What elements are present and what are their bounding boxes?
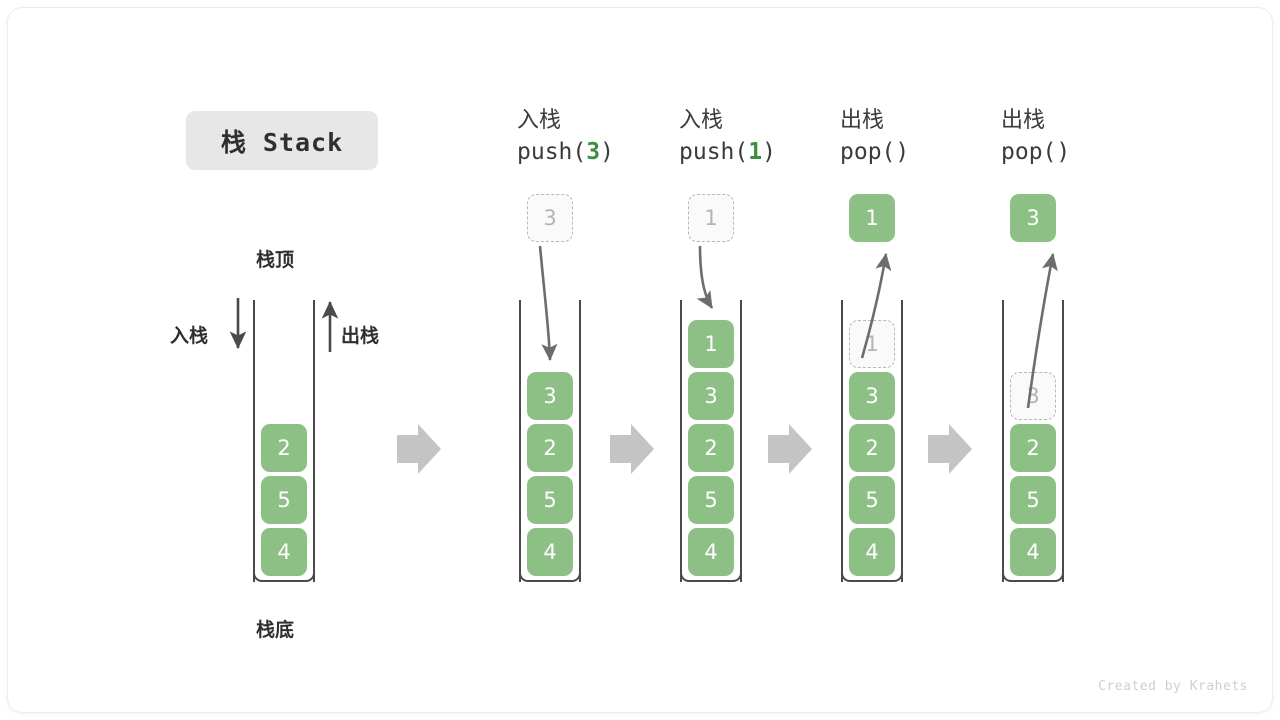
stack-cell-pop-1-5: 5: [849, 476, 895, 524]
tube-wall-left: [841, 300, 843, 582]
stack-cell-pop-3-3: 3: [1010, 372, 1056, 420]
tube-bottom: [841, 566, 903, 582]
stack-cell-push-3-2: 2: [527, 424, 573, 472]
page-title: 栈 Stack: [220, 127, 344, 157]
operation-label-push-3: 入栈 push(3): [517, 106, 614, 168]
step-arrow-3-icon: [768, 424, 812, 474]
operation-code: pop(): [840, 139, 910, 165]
tube-bottom: [1002, 566, 1064, 582]
stack-cell-pop-1-3: 3: [849, 372, 895, 420]
stack-cell-push-1-5: 5: [688, 476, 734, 524]
incoming-element-push-3: 3: [527, 194, 573, 242]
stack-cell-push-1-1: 1: [688, 320, 734, 368]
step-arrow-1-icon: [397, 424, 441, 474]
stack-cell-pop-1-2: 2: [849, 424, 895, 472]
stack-tube-push-1: [680, 300, 742, 582]
incoming-element-push-1: 1: [688, 194, 734, 242]
operation-label-pop-1: 出栈 pop(): [840, 106, 909, 168]
tube-wall-right: [1062, 300, 1064, 582]
stack-cell-push-3-4: 4: [527, 528, 573, 576]
stack-top-label: 栈顶: [256, 249, 295, 271]
operation-name-cn: 出栈: [840, 108, 885, 133]
operation-argument: 1: [748, 139, 763, 165]
push-direction-label: 入栈: [170, 325, 209, 347]
tube-wall-left: [1002, 300, 1004, 582]
tube-wall-right: [313, 300, 315, 582]
stack-tube-pop-3: [1002, 300, 1064, 582]
tube-bottom: [253, 566, 315, 582]
stack-cell-5: 5: [261, 476, 307, 524]
stack-tube-push-3: [519, 300, 581, 582]
stack-cell-pop-3-2: 2: [1010, 424, 1056, 472]
stack-cell-pop-1-1: 1: [849, 320, 895, 368]
operation-name-cn: 出栈: [1001, 108, 1046, 133]
operation-argument: 3: [586, 139, 601, 165]
stack-cell-pop-1-4: 4: [849, 528, 895, 576]
tube-bottom: [680, 566, 742, 582]
operation-label-pop-3: 出栈 pop(): [1001, 106, 1070, 168]
stack-tube-pop-1: [841, 300, 903, 582]
credit-text: Created by Krahets: [1098, 679, 1248, 694]
step-arrow-4-icon: [928, 424, 972, 474]
pop-direction-label: 出栈: [341, 325, 380, 347]
stack-cell-push-3-5: 5: [527, 476, 573, 524]
push-motion-arrow-2-icon: [696, 245, 714, 309]
operation-code: pop(): [1001, 139, 1071, 165]
stack-cell-push-1-4: 4: [688, 528, 734, 576]
operation-code: push(3): [517, 139, 614, 165]
operation-code: push(1): [679, 139, 776, 165]
stack-cell-push-1-3: 3: [688, 372, 734, 420]
operation-name-cn: 入栈: [679, 108, 724, 133]
outgoing-element-pop-1: 1: [849, 194, 895, 242]
tube-wall-left: [519, 300, 521, 582]
stack-cell-pop-3-5: 5: [1010, 476, 1056, 524]
tube-wall-right: [901, 300, 903, 582]
outgoing-element-pop-3: 3: [1010, 194, 1056, 242]
stack-cell-4: 4: [261, 528, 307, 576]
stack-cell-push-1-2: 2: [688, 424, 734, 472]
step-arrow-2-icon: [610, 424, 654, 474]
tube-wall-right: [579, 300, 581, 582]
operation-label-push-1: 入栈 push(1): [679, 106, 776, 168]
operation-name-cn: 入栈: [517, 108, 562, 133]
tube-wall-left: [253, 300, 255, 582]
stack-cell-pop-3-4: 4: [1010, 528, 1056, 576]
diagram-title-badge: 栈 Stack: [186, 111, 378, 170]
initial-stack-tube: [253, 300, 315, 582]
stack-cell-push-3-3: 3: [527, 372, 573, 420]
tube-bottom: [519, 566, 581, 582]
stack-bottom-label: 栈底: [256, 619, 295, 641]
tube-wall-right: [740, 300, 742, 582]
stack-cell-2: 2: [261, 424, 307, 472]
tube-wall-left: [680, 300, 682, 582]
